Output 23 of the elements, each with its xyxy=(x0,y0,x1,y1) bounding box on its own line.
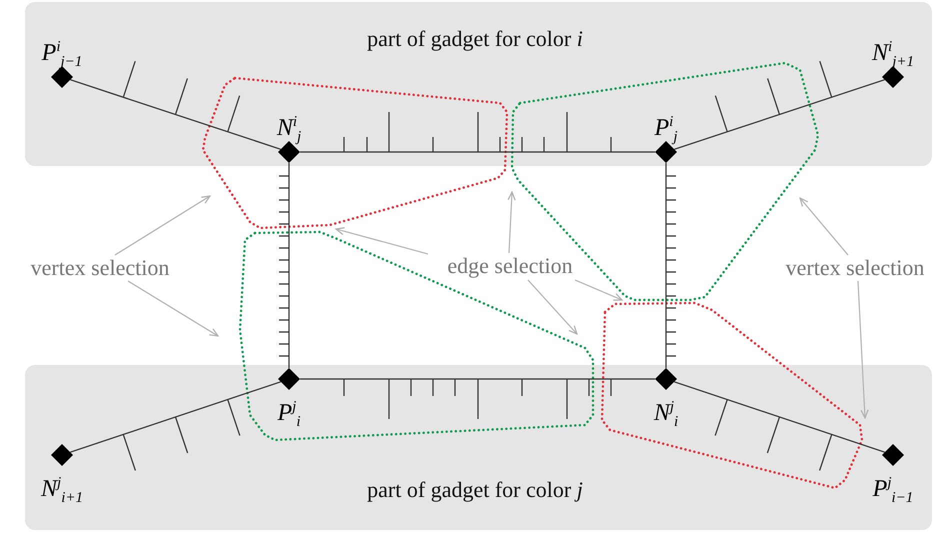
ticked-line xyxy=(299,111,656,153)
band-title: part of gadget for color i xyxy=(367,26,583,52)
ticked-line xyxy=(278,162,290,369)
ticked-line xyxy=(674,60,886,150)
leader-arrow xyxy=(114,195,211,256)
gadget-band xyxy=(25,2,932,166)
band-title: part of gadget for color j xyxy=(367,477,583,503)
leader-arrow xyxy=(857,280,869,419)
annotation-text: vertex selection xyxy=(786,255,924,281)
leader-arrow xyxy=(799,197,848,256)
ticked-line xyxy=(70,60,282,150)
ticked-line xyxy=(299,378,656,420)
ticked-line xyxy=(70,381,282,472)
leader-arrow xyxy=(528,280,578,335)
ticked-line xyxy=(674,381,886,472)
leader-arrow xyxy=(508,191,516,254)
annotation-text: edge selection xyxy=(447,253,573,279)
leader-arrow xyxy=(574,280,623,301)
annotation-text: vertex selection xyxy=(30,255,170,281)
leader-arrow xyxy=(128,280,219,337)
gadget-band xyxy=(25,365,932,530)
leader-arrow xyxy=(335,227,428,255)
ticked-line xyxy=(665,162,677,369)
